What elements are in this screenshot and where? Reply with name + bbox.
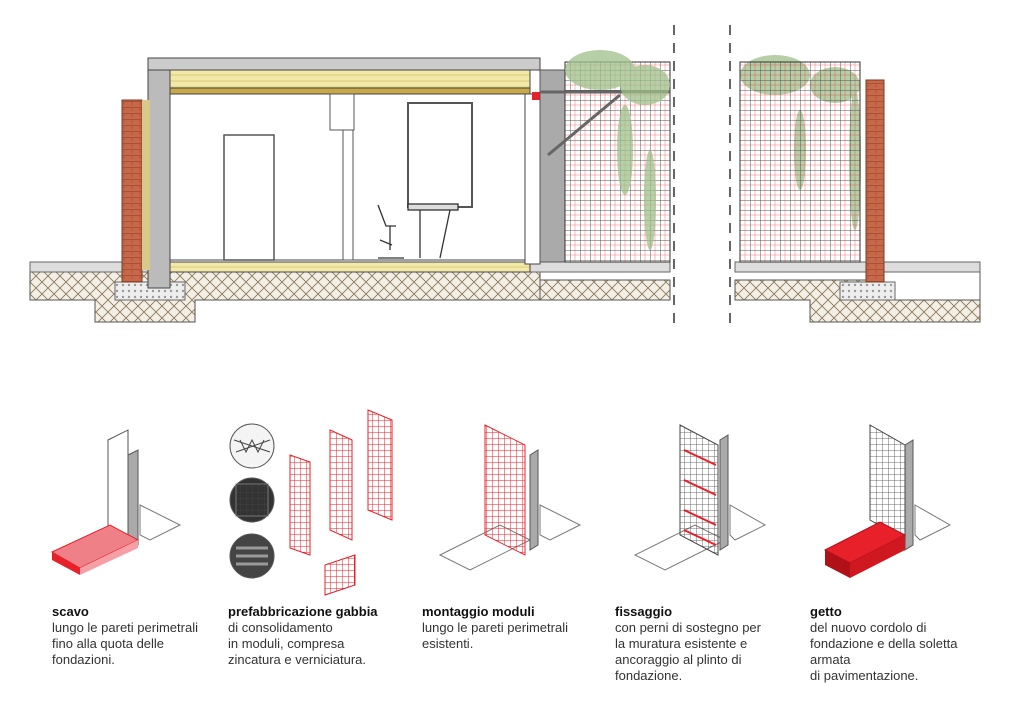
- step-title: prefabbricazione gabbia: [228, 604, 378, 619]
- step-fissaggio: fissaggio con perni di sostegno per la m…: [615, 604, 761, 684]
- soil-mid: [539, 279, 671, 301]
- brick-wall-right: [865, 79, 885, 283]
- brick-wall-left: [121, 99, 143, 283]
- step-title: getto: [810, 604, 842, 619]
- floor-slab: [169, 261, 531, 273]
- step-text: lungo le pareti perimetrali: [422, 620, 568, 635]
- step-text: fondazione.: [615, 668, 683, 683]
- cage-module-red: [484, 424, 526, 556]
- break-line: [673, 25, 731, 330]
- step-text: esistenti.: [422, 636, 474, 651]
- step-text: di pavimentazione.: [810, 668, 919, 683]
- step-text: fino alla quota delle: [52, 636, 165, 651]
- step-prefab-illustration: [229, 409, 393, 596]
- step-text: del nuovo cordolo di: [810, 620, 927, 635]
- step-title: scavo: [52, 604, 89, 619]
- office-chair: [377, 203, 459, 259]
- cage-module-fixed: [679, 424, 719, 556]
- reinforcement-cage-right: [739, 61, 861, 263]
- building-section: [29, 25, 981, 330]
- step-text: ancoraggio al plinto di: [615, 652, 742, 667]
- step-text: in moduli, compresa: [228, 636, 345, 651]
- step-text: con perni di sostegno per: [615, 620, 761, 635]
- step-text: armata: [810, 652, 851, 667]
- step-text: di consolidamento: [228, 620, 333, 635]
- soil-left: [29, 271, 541, 323]
- step-prefabbricazione: prefabbricazione gabbia di consolidament…: [228, 604, 378, 668]
- step-title: fissaggio: [615, 604, 673, 619]
- step-fissaggio-illustration: [633, 424, 767, 571]
- step-text: fondazioni.: [52, 652, 115, 667]
- step-text: fondazione e della soletta: [810, 636, 958, 651]
- step-title: montaggio moduli: [422, 604, 535, 619]
- step-getto: getto del nuovo cordolo di fondazione e …: [810, 604, 957, 684]
- step-text: la muratura esistente e: [615, 636, 748, 651]
- step-montaggio: montaggio moduli lungo le pareti perimet…: [422, 604, 568, 652]
- step-montaggio-illustration: [438, 424, 582, 571]
- window: [407, 102, 473, 208]
- step-text: zincatura e verniciatura.: [228, 652, 367, 667]
- step-text: lungo le pareti perimetrali: [52, 620, 198, 635]
- door: [223, 134, 275, 261]
- step-scavo: scavo lungo le pareti perimetrali fino a…: [52, 604, 198, 668]
- step-getto-illustration: [823, 424, 952, 578]
- step-scavo-illustration: [50, 429, 182, 575]
- roof-insulation: [169, 69, 531, 89]
